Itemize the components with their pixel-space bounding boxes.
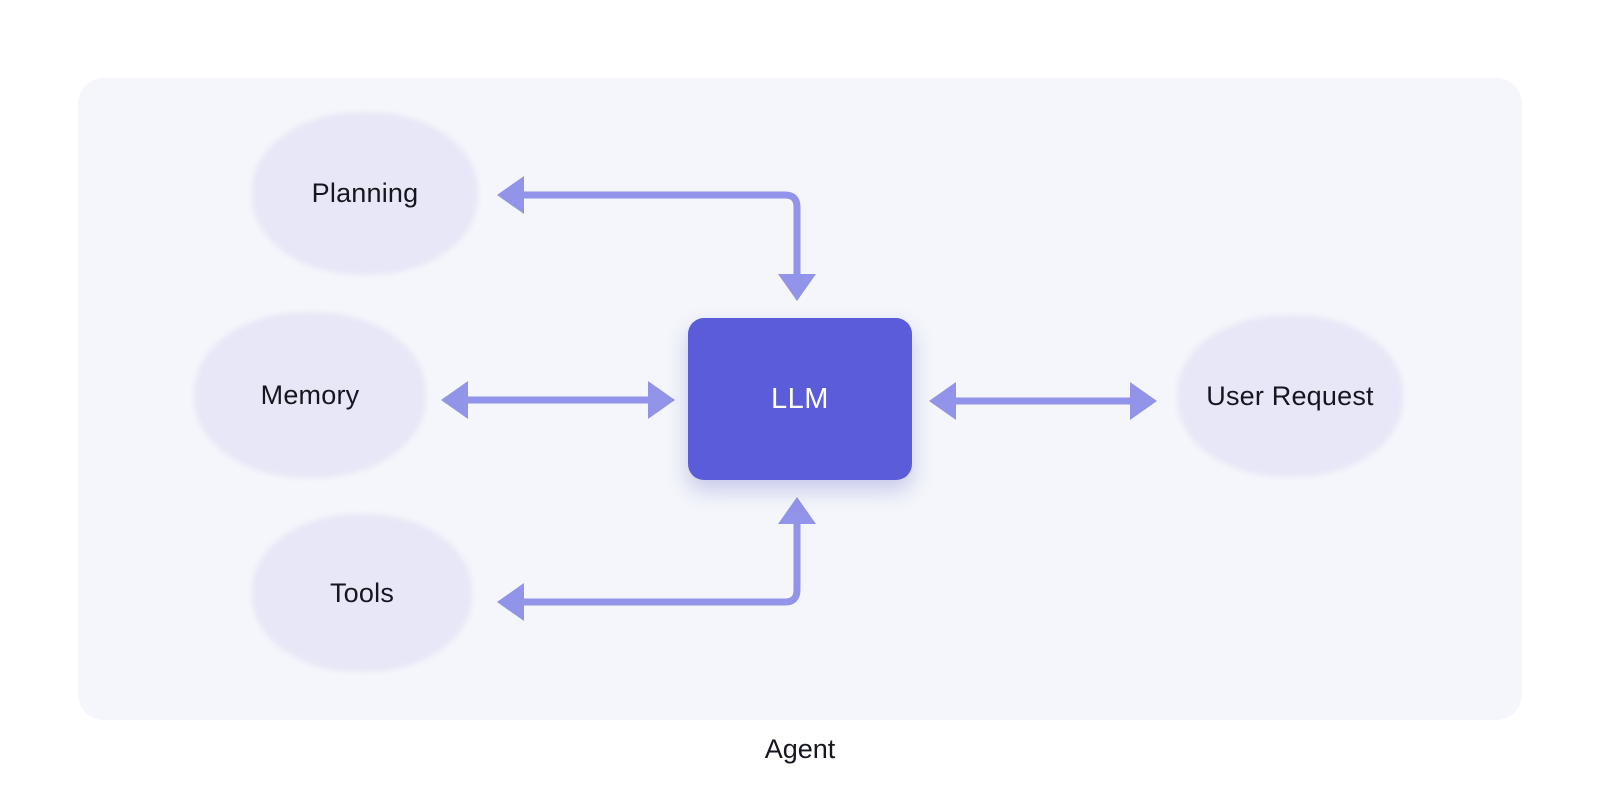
node-tools-shape [252, 514, 472, 672]
node-planning-label: Planning [311, 178, 419, 208]
node-user-request-shape [1177, 315, 1403, 477]
node-memory: Memory [194, 312, 426, 478]
node-user-request: User Request [1177, 315, 1403, 477]
diagram-title: Agent [764, 734, 836, 764]
node-tools: Tools [252, 514, 472, 672]
node-memory-shape [194, 312, 426, 478]
node-planning-shape [252, 112, 478, 275]
node-memory-label: Memory [260, 379, 360, 410]
node-planning: Planning [252, 112, 478, 275]
node-user-request-label: User Request [1206, 380, 1374, 411]
node-tools-label: Tools [329, 577, 395, 608]
node-llm: LLM [688, 318, 912, 480]
node-llm-label: LLM [771, 382, 829, 415]
